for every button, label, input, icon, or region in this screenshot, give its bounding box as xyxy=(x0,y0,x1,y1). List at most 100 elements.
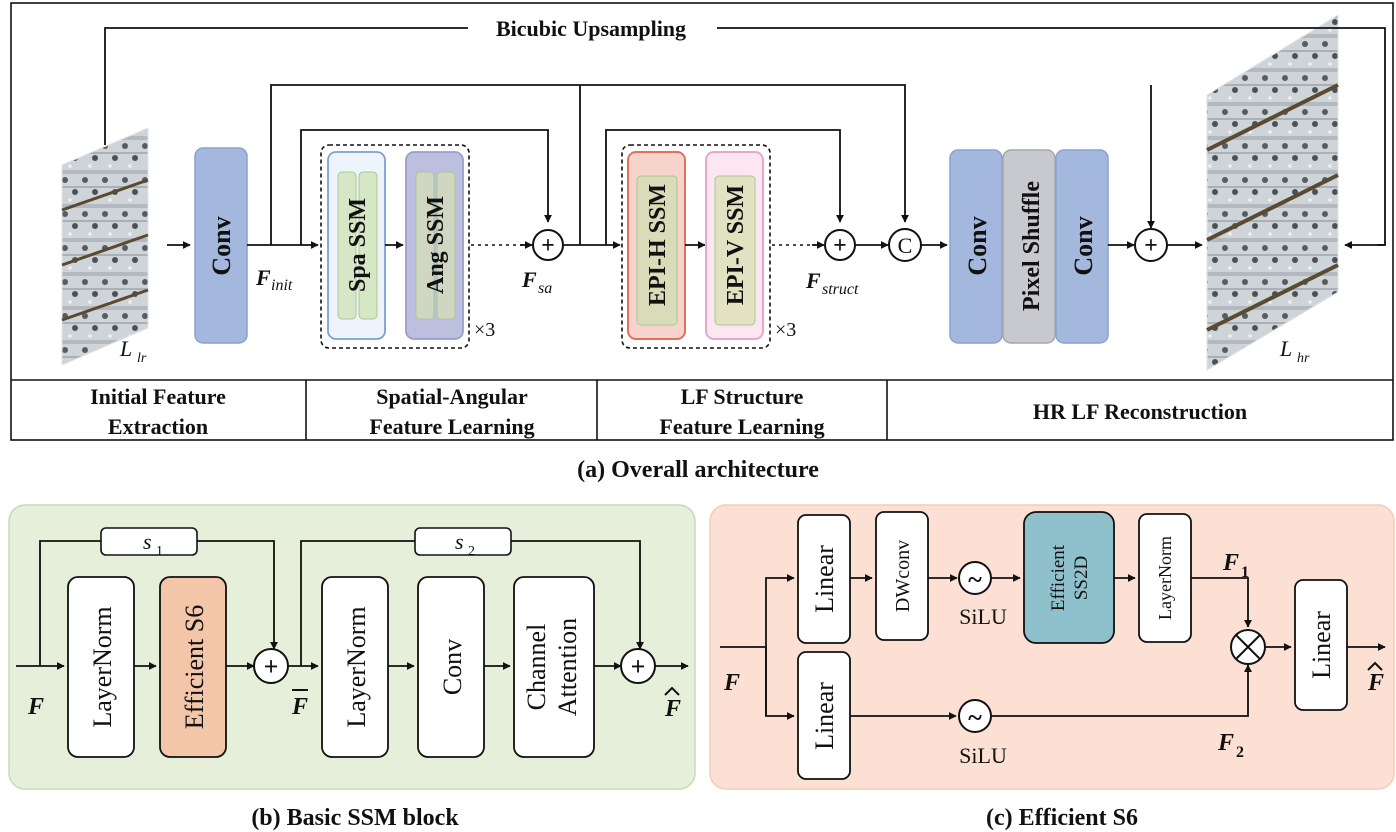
b-attention-label: Attention xyxy=(553,618,582,716)
c-dwconv-label: DWconv xyxy=(892,540,914,612)
spa-ssm-label: Spa SSM xyxy=(345,198,371,292)
b-f-hat: F xyxy=(664,696,681,722)
c-efficient-ss2d xyxy=(1023,511,1115,644)
c-layernorm-label: LayerNorm xyxy=(1155,536,1175,620)
stage-1-line-1: Initial Feature xyxy=(90,384,226,409)
skip-finit-sa xyxy=(300,129,552,245)
plus-sa-symbol: + xyxy=(541,233,555,259)
panel-b-caption: (b) Basic SSM block xyxy=(251,805,459,831)
recon-conv-1 xyxy=(949,149,1003,344)
skip-fsa-struct xyxy=(605,129,844,245)
c-f-hat: F xyxy=(1367,670,1384,696)
c-dwconv xyxy=(875,511,929,641)
c-f2-path xyxy=(991,664,1252,717)
f-struct-label: F xyxy=(805,268,821,293)
panel-a-frame xyxy=(10,2,1394,441)
c-f1-label: F xyxy=(1222,550,1239,576)
ang-inner-right xyxy=(436,171,456,320)
c-f1-sub: 1 xyxy=(1241,564,1249,581)
ang-ssm-label: Ang SSM xyxy=(423,196,449,294)
b-plus-2-symbol: + xyxy=(631,652,646,681)
c-silu-top-symbol: ~ xyxy=(968,565,982,594)
b-efficient-s6 xyxy=(159,576,227,758)
b-s2-right xyxy=(511,540,644,650)
l-lr-label: L xyxy=(119,336,132,361)
f-struct-sub: struct xyxy=(822,281,859,298)
c-silu-bottom-symbol: ~ xyxy=(968,703,982,732)
skip-finit-concat xyxy=(270,84,909,245)
spatial-angular-group xyxy=(320,144,470,349)
recon-conv-2-label: Conv xyxy=(1069,216,1098,275)
epi-group xyxy=(621,144,771,349)
f-sa-sub: sa xyxy=(538,280,552,297)
stage-2-line-1: Spatial-Angular xyxy=(376,384,528,409)
c-linear-out-label: Linear xyxy=(1307,611,1336,679)
b-layernorm-2 xyxy=(321,576,389,758)
c-f-hat-mark xyxy=(1367,661,1383,671)
c-linear-bottom-label: Linear xyxy=(810,682,839,750)
pixel-shuffle-block xyxy=(1002,149,1056,344)
c-silu-bottom-label: SiLU xyxy=(959,743,1007,768)
bicubic-label: Bicubic Upsampling xyxy=(496,16,686,41)
stage-3-line-1: LF Structure xyxy=(681,384,804,409)
l-hr-sub: hr xyxy=(1297,351,1310,366)
c-multiply-x-2 xyxy=(1235,634,1261,660)
b-s1-label: s xyxy=(143,529,152,554)
c-linear-top-label: Linear xyxy=(810,545,839,613)
c-linear-top xyxy=(797,514,851,644)
b-s2-sub: 2 xyxy=(468,544,475,559)
b-f-hat-mark xyxy=(664,686,680,696)
c-f2-label: F xyxy=(1217,730,1234,756)
plus-struct-symbol: + xyxy=(833,233,847,259)
l-hr-label: L xyxy=(1279,336,1292,361)
b-s1-right xyxy=(197,540,278,650)
recon-conv-1-label: Conv xyxy=(963,216,992,275)
concat-symbol: C xyxy=(898,233,913,258)
b-s1-left xyxy=(39,540,101,666)
epi-v-label: EPI-V SSM xyxy=(723,185,749,305)
b-s2-label: s xyxy=(455,529,464,554)
f-init-sub: init xyxy=(271,277,293,294)
b-plus-1-symbol: + xyxy=(264,652,279,681)
b-channel-attention xyxy=(513,576,595,758)
epi-v-inner xyxy=(714,175,756,326)
conv-label: Conv xyxy=(207,216,236,275)
b-f-bar: F xyxy=(291,694,308,720)
spa-inner-right xyxy=(358,171,378,320)
c-ss2d-line-1: Efficient xyxy=(1048,544,1069,611)
c-f-in: F xyxy=(723,670,740,696)
bicubic-line-left xyxy=(104,27,468,145)
ang-inner-left xyxy=(415,171,435,320)
b-s1-sub: 1 xyxy=(156,544,163,559)
f-init-label: F xyxy=(255,265,271,290)
stage-3-line-2: Feature Learning xyxy=(659,414,824,439)
recon-conv-2 xyxy=(1055,149,1109,344)
times3-struct: ×3 xyxy=(775,319,796,341)
stage-2-line-2: Feature Learning xyxy=(369,414,534,439)
pixel-shuffle-label: Pixel Shuffle xyxy=(1019,181,1045,311)
b-layernorm-1-label: LayerNorm xyxy=(88,606,117,727)
l-lr-sub: lr xyxy=(137,351,147,366)
b-conv xyxy=(417,576,485,758)
c-silu-top-label: SiLU xyxy=(959,604,1007,629)
spa-inner-left xyxy=(337,171,357,320)
b-layernorm-2-label: LayerNorm xyxy=(342,606,371,727)
stage-4-label: HR LF Reconstruction xyxy=(1033,399,1247,424)
b-layernorm-1 xyxy=(67,576,135,758)
panel-a: L lr L hr Bicubic Upsampling Conv F init xyxy=(10,2,1394,483)
c-f1-path xyxy=(1191,577,1252,628)
stage-1-line-2: Extraction xyxy=(108,414,208,439)
hr-light-field-image xyxy=(1206,14,1339,371)
panel-c-caption: (c) Efficient S6 xyxy=(986,805,1138,831)
c-linear-out xyxy=(1294,579,1348,711)
b-conv-label: Conv xyxy=(438,639,467,695)
b-f-in: F xyxy=(27,694,44,720)
c-ss2d-line-2: SS2D xyxy=(1071,556,1092,600)
panel-a-caption: (a) Overall architecture xyxy=(577,457,819,483)
times3-sa: ×3 xyxy=(474,319,495,341)
b-s2-left xyxy=(300,540,415,666)
c-f2-sub: 2 xyxy=(1236,744,1244,761)
lr-light-field-image xyxy=(61,127,149,366)
epi-h-inner xyxy=(636,175,678,326)
